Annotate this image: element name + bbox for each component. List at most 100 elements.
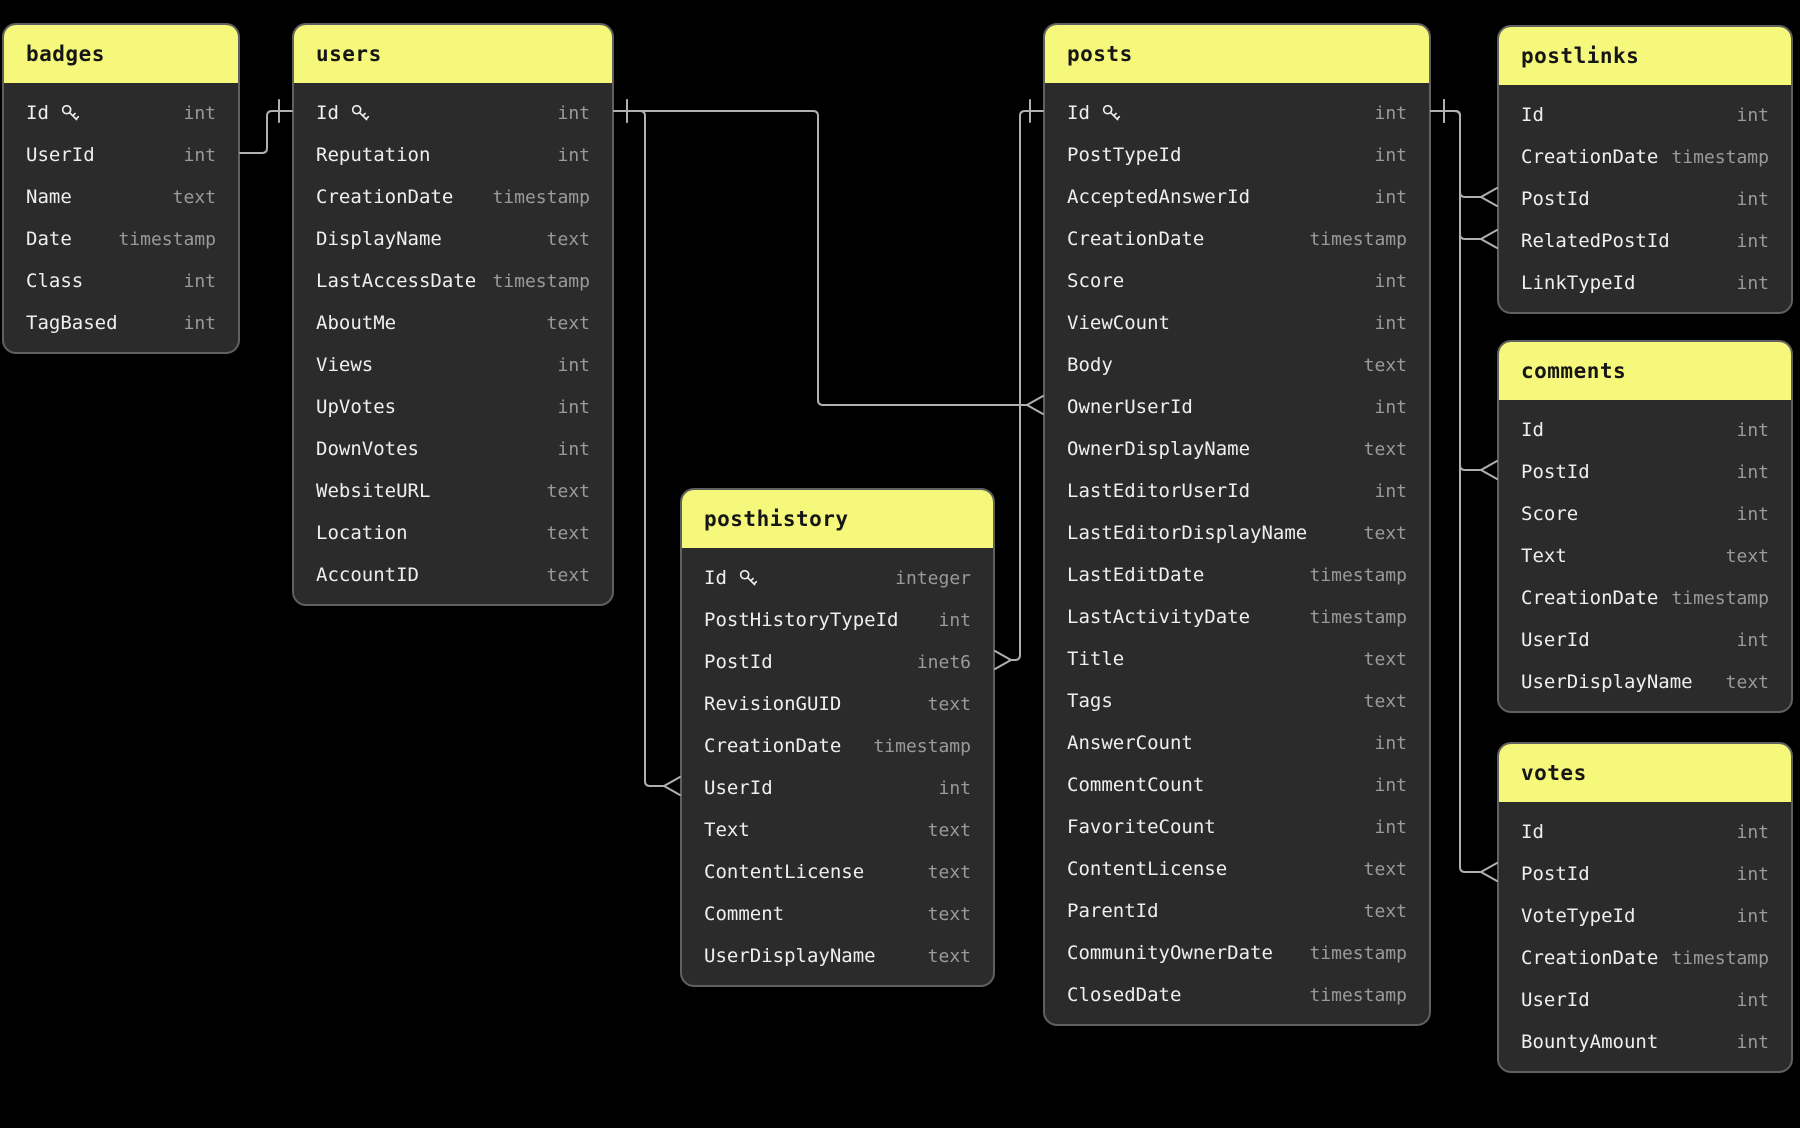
field-type: int (557, 438, 590, 460)
field-name: Score (1521, 503, 1579, 525)
relationship-line (239, 110, 293, 154)
field-type: text (1363, 858, 1407, 880)
field-name: Location (316, 522, 408, 544)
field-name: Date (26, 228, 72, 250)
field-type: int (938, 609, 971, 631)
field-name: UserId (26, 144, 95, 166)
field-name: RevisionGUID (704, 693, 842, 715)
field-name: LastEditorDisplayName (1067, 522, 1308, 544)
field-type: text (1363, 900, 1407, 922)
field-type: text (546, 312, 590, 334)
field-type: inet6 (916, 651, 971, 673)
field-name: LastEditorUserId (1067, 480, 1251, 502)
field-name: AcceptedAnswerId (1067, 186, 1251, 208)
field-name: Text (1521, 545, 1567, 567)
crows-foot-marker (1480, 460, 1498, 480)
field-type: text (1363, 354, 1407, 376)
field-name: Title (1067, 648, 1125, 670)
field-name: Reputation (316, 144, 431, 166)
crows-foot-marker (1480, 229, 1498, 249)
table-header-badges[interactable]: badges (4, 25, 238, 83)
table-header-votes[interactable]: votes (1499, 744, 1791, 802)
field-type: int (1736, 188, 1769, 210)
field-name: DownVotes (316, 438, 419, 460)
field-name: PostId (1521, 188, 1590, 210)
table-row: Reputation int (294, 134, 612, 176)
field-type: text (172, 186, 216, 208)
crows-foot-marker (1480, 862, 1498, 882)
table-header-postlinks[interactable]: postlinks (1499, 27, 1791, 85)
field-type: int (183, 312, 216, 334)
relationship-line (1010, 110, 1044, 661)
field-name: PostId (704, 651, 773, 673)
field-name: FavoriteCount (1067, 816, 1216, 838)
table-row: Id integer (682, 557, 993, 599)
table-header-comments[interactable]: comments (1499, 342, 1791, 400)
field-name: ParentId (1067, 900, 1159, 922)
field-name: Score (1067, 270, 1125, 292)
field-name: PostTypeId (1067, 144, 1182, 166)
field-name: LastAccessDate (316, 270, 477, 292)
field-name: TagBased (26, 312, 118, 334)
field-name: CommunityOwnerDate (1067, 942, 1273, 964)
field-name: LastActivityDate (1067, 606, 1251, 628)
table-row: PostId inet6 (682, 641, 993, 683)
field-name: Id (704, 567, 727, 589)
field-name: AnswerCount (1067, 732, 1193, 754)
field-name: Id (1067, 102, 1090, 124)
field-type: timestamp (1309, 606, 1407, 628)
field-type: text (1363, 648, 1407, 670)
field-type: int (557, 144, 590, 166)
table-title: votes (1521, 761, 1587, 785)
field-type: int (1374, 774, 1407, 796)
crows-foot-marker (1480, 187, 1498, 207)
table-row: CommunityOwnerDate timestamp (1045, 932, 1429, 974)
table-title: postlinks (1521, 44, 1640, 68)
field-type: int (1736, 461, 1769, 483)
field-type: timestamp (1309, 942, 1407, 964)
crows-foot-marker (1026, 395, 1044, 415)
relationship-line (613, 110, 1028, 406)
field-type: int (1736, 905, 1769, 927)
field-type: timestamp (1671, 947, 1769, 969)
field-type: int (1374, 480, 1407, 502)
field-type: int (1736, 419, 1769, 441)
field-name: ContentLicense (1067, 858, 1228, 880)
table-header-posthistory[interactable]: posthistory (682, 490, 993, 548)
field-name: Tags (1067, 690, 1113, 712)
field-name: CreationDate (704, 735, 842, 757)
field-type: text (546, 522, 590, 544)
field-name: Id (1521, 419, 1544, 441)
field-type: integer (895, 567, 971, 589)
field-name: PostHistoryTypeId (704, 609, 899, 631)
table-header-users[interactable]: users (294, 25, 612, 83)
table-row: Location text (294, 512, 612, 554)
table-header-posts[interactable]: posts (1045, 25, 1429, 83)
